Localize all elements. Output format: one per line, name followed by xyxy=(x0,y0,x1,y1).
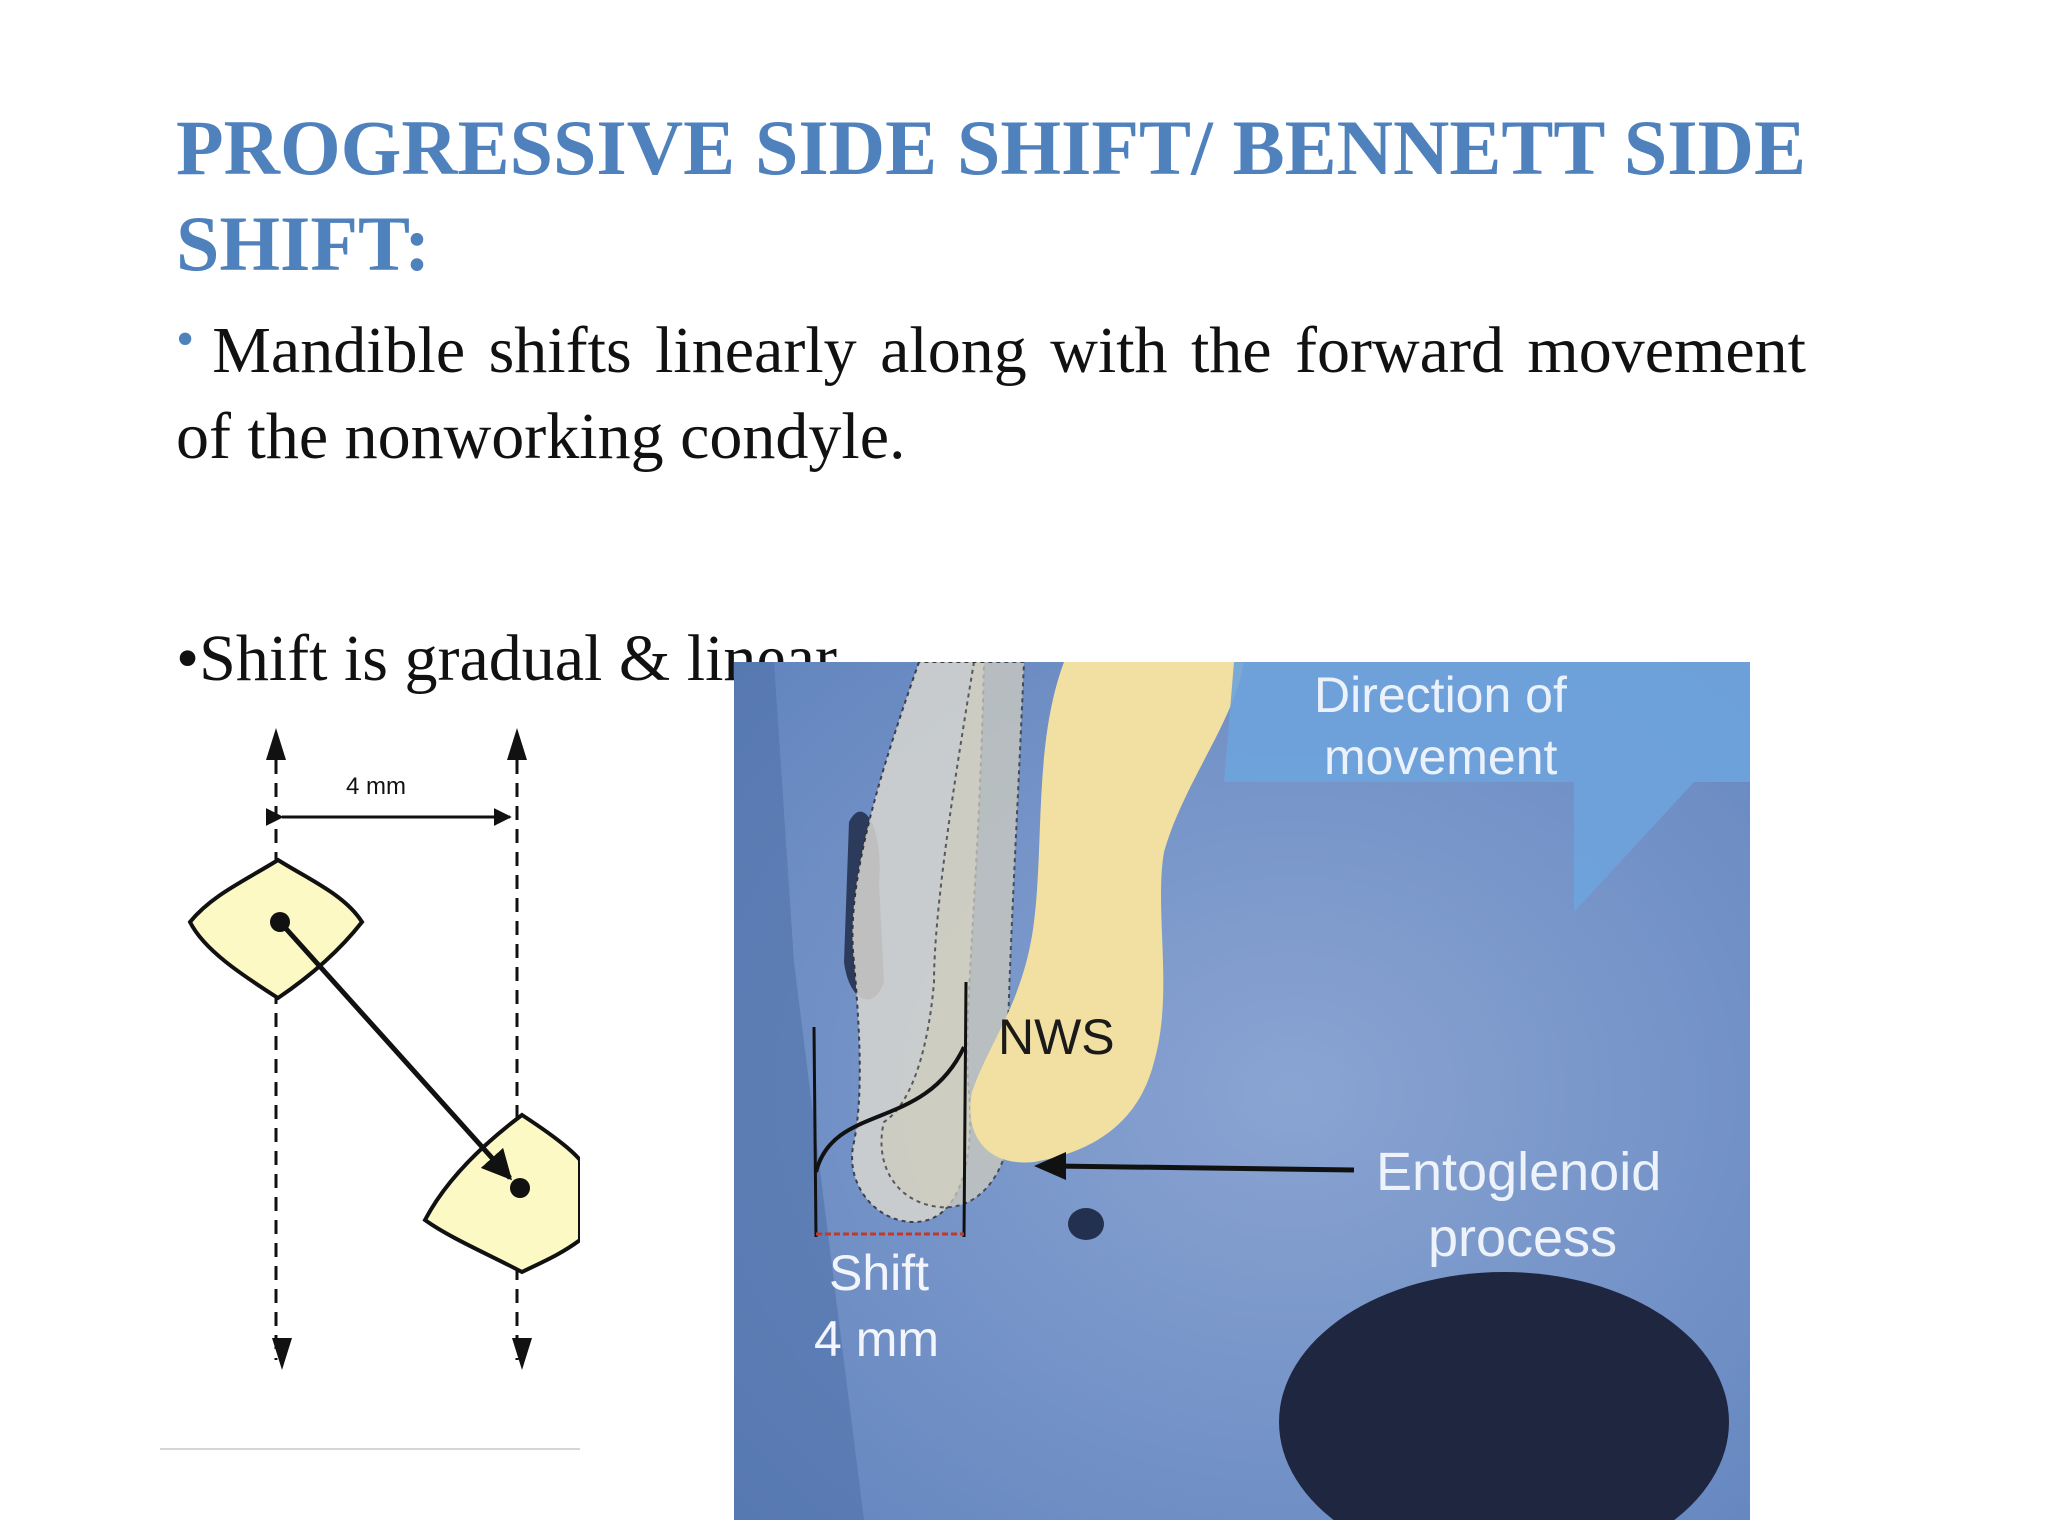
bullet-text: Mandible shifts linearly along with the … xyxy=(176,314,1806,473)
shift-bracket-left xyxy=(812,1026,818,1238)
entoglenoid-photo: Direction of movement Shift 4 mm NWS Ent… xyxy=(734,662,1750,1520)
direction-label-line2: movement xyxy=(1324,729,1558,785)
condyle-nws xyxy=(970,662,1244,1163)
side-shift-diagram: 4 mm xyxy=(187,728,580,1370)
bullet-item: •Mandible shifts linearly along with the… xyxy=(176,297,1806,480)
arrowhead-down-left xyxy=(272,1338,292,1370)
nws-label: NWS xyxy=(998,1009,1115,1065)
direction-arrow-panel xyxy=(1224,662,1750,912)
process-label-line2: process xyxy=(1428,1208,1617,1268)
direction-label-line1: Direction of xyxy=(1314,667,1567,723)
divider xyxy=(160,1448,580,1450)
dark-spot xyxy=(1068,1208,1104,1240)
condyle-end xyxy=(422,1112,580,1275)
slide-title: PROGRESSIVE SIDE SHIFT/ BENNETT SIDE SHI… xyxy=(176,104,1806,287)
arrowhead-down-right xyxy=(512,1338,532,1370)
condyle-end-point xyxy=(510,1178,530,1198)
movement-arrow xyxy=(278,920,513,1181)
entoglenoid-pointer-line xyxy=(1053,1163,1355,1173)
bone-shadow xyxy=(734,662,864,1520)
bullet-marker: • xyxy=(176,311,195,368)
entoglenoid-pointer-head xyxy=(1034,1152,1066,1180)
shift-label-line2: 4 mm xyxy=(814,1311,939,1367)
arrowhead-up-right xyxy=(507,728,527,760)
shift-path-curve xyxy=(814,1046,966,1173)
arrowhead-up-left xyxy=(266,728,286,760)
bullet-marker: • xyxy=(176,622,200,695)
distance-label: 4 mm xyxy=(346,773,406,800)
shift-bracket-right xyxy=(962,981,968,1238)
process-label-line1: Entoglenoid xyxy=(1376,1142,1661,1202)
dark-fossa xyxy=(1279,1272,1729,1520)
shift-label-line1: Shift xyxy=(829,1245,929,1301)
